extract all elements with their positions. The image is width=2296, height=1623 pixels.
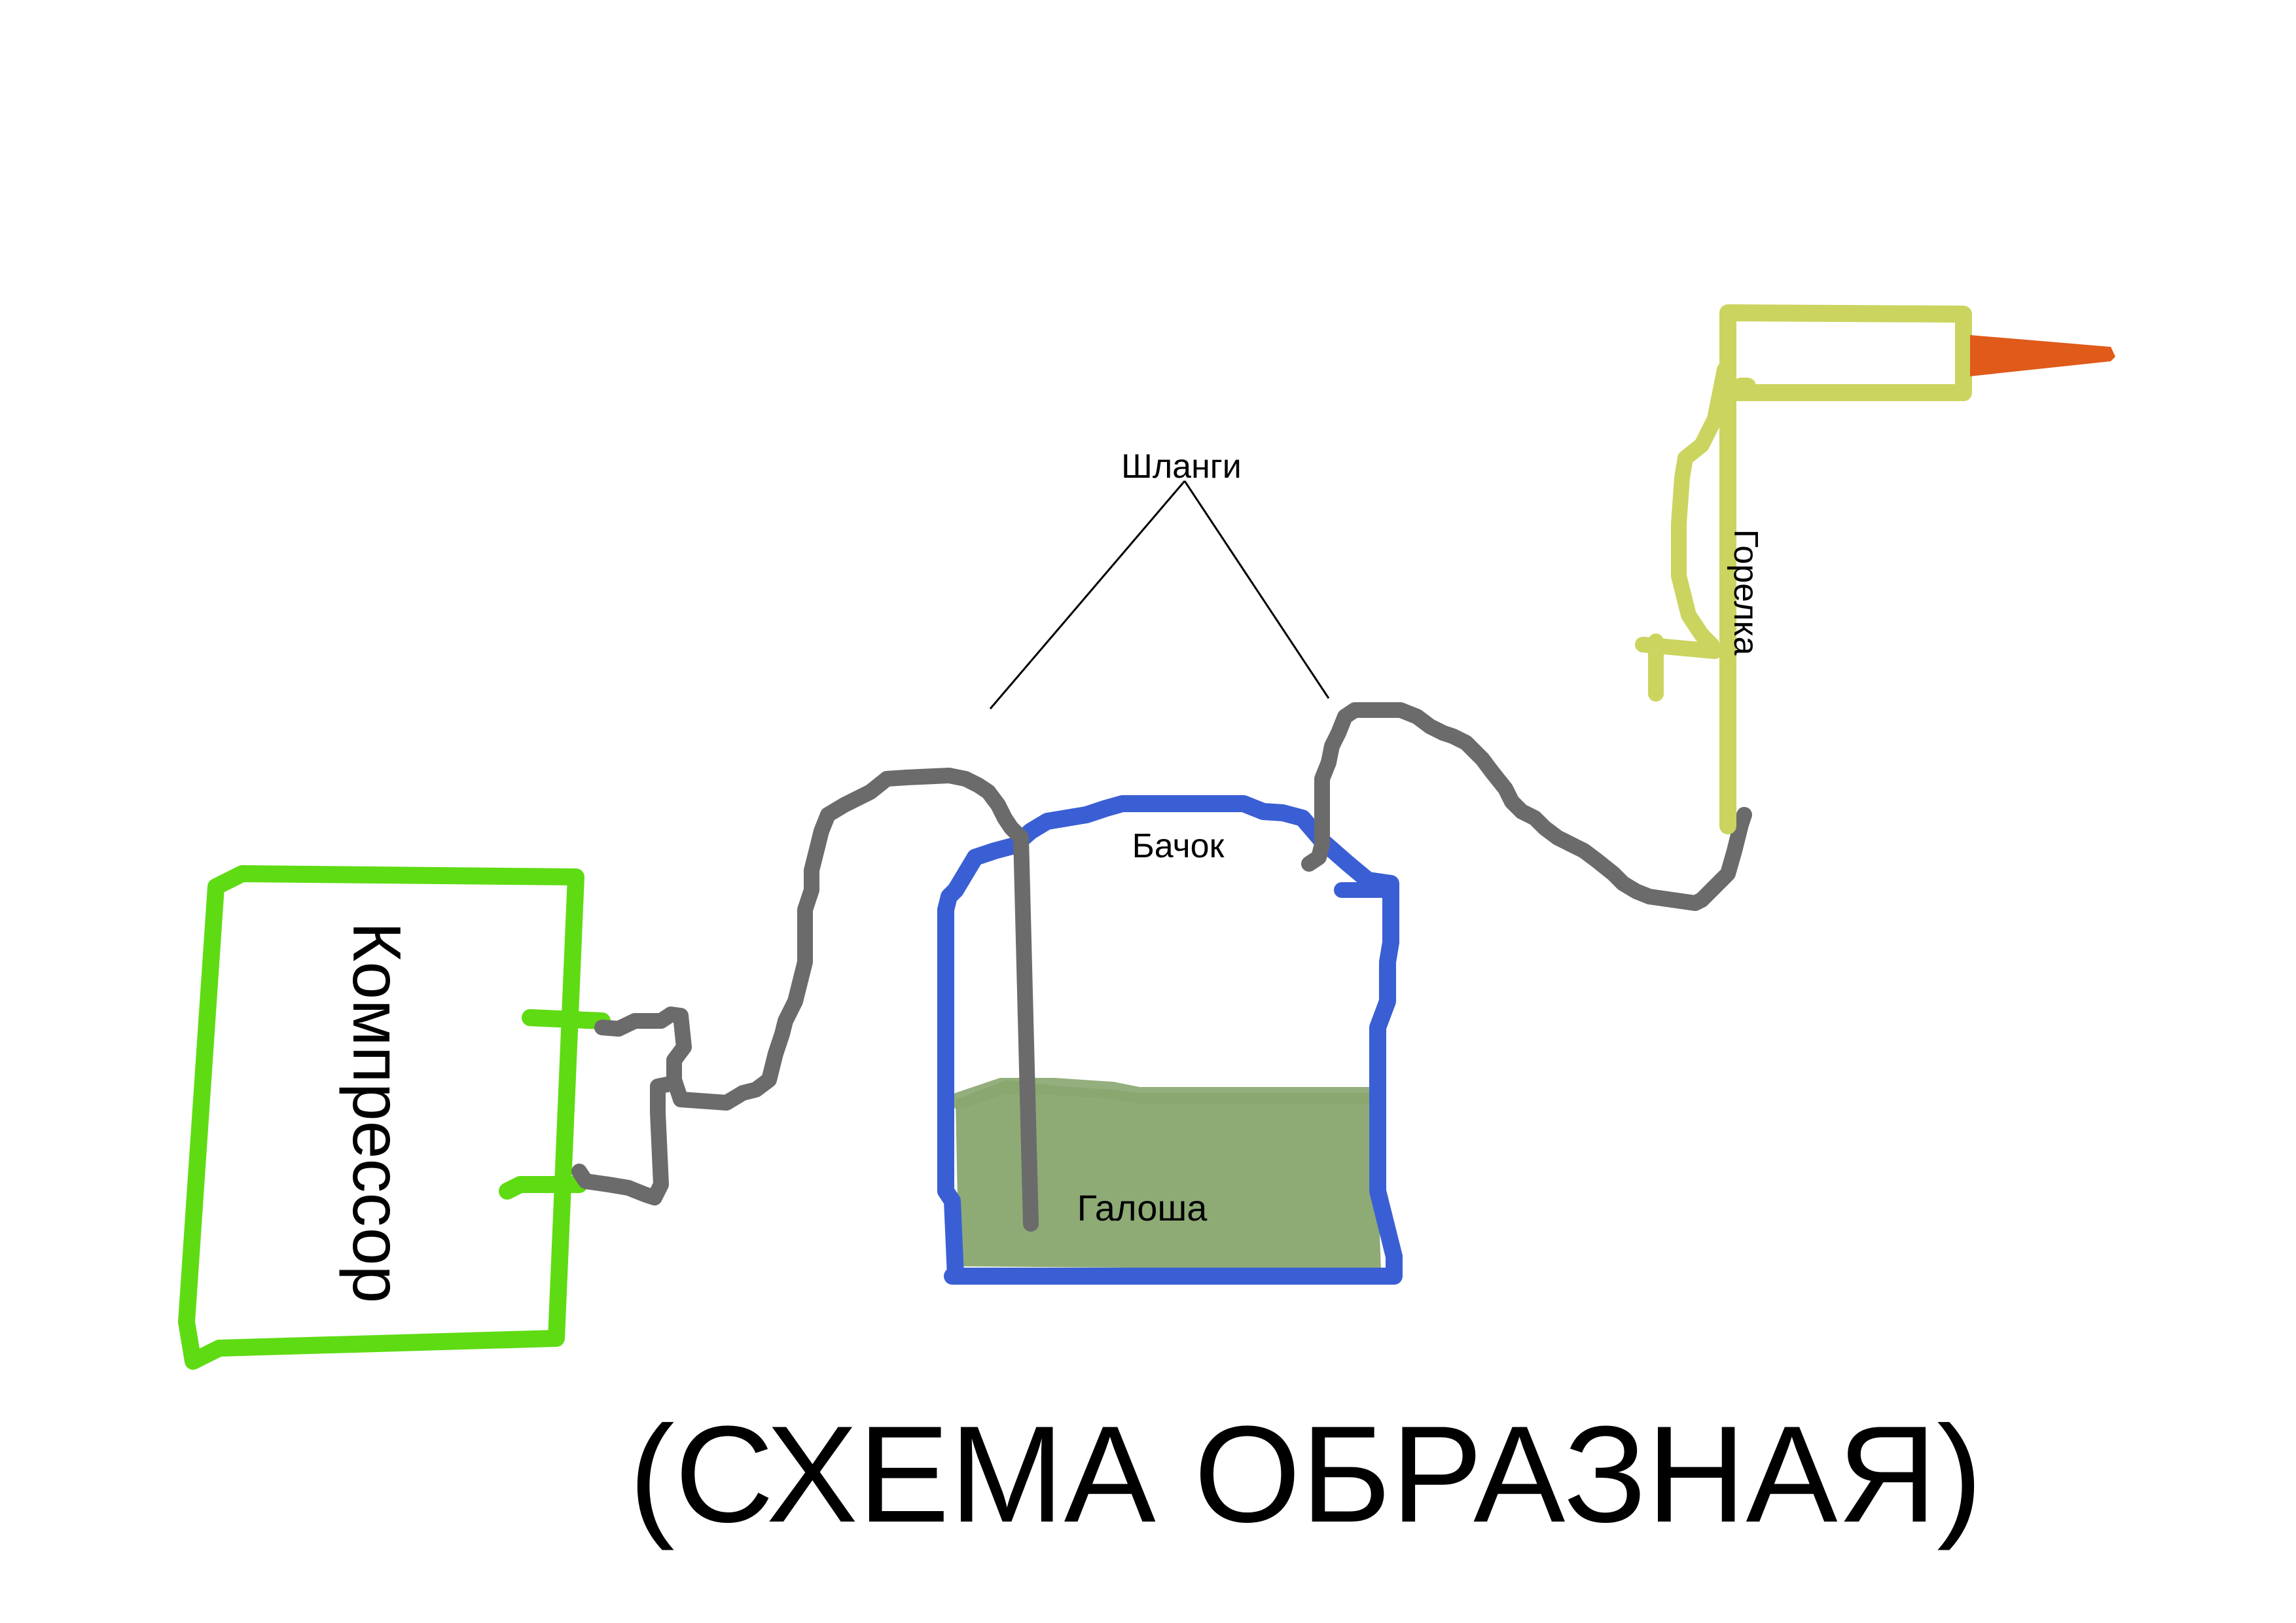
- label-hoses: Шланги: [1121, 448, 1242, 486]
- flame-icon: [1970, 335, 2115, 376]
- liquid-surface: [950, 1078, 1383, 1109]
- burner-valve-line: [1671, 362, 1732, 652]
- burner-head: [1719, 304, 1972, 401]
- callout-line-right: [1183, 480, 1330, 699]
- burner-valve-handle: [1635, 633, 1723, 702]
- caption: (СХЕМА ОБРАЗНАЯ): [629, 1397, 1982, 1551]
- burner: [1635, 304, 2115, 834]
- compressor-outlet-lower: [499, 1176, 588, 1200]
- compressor-body: [178, 865, 584, 1370]
- hose-tank-to-burner: [1301, 702, 1752, 911]
- callout-line-left: [989, 480, 1186, 709]
- label-compressor: Компрессор: [338, 922, 414, 1304]
- liquid-fill: [956, 1080, 1381, 1270]
- compressor-outlet-upper: [522, 1009, 611, 1029]
- tank-wall: [937, 795, 1403, 1285]
- compressor: [178, 865, 611, 1370]
- label-burner: Горелка: [1727, 529, 1765, 656]
- label-galosh: Галоша: [1077, 1187, 1208, 1228]
- hose-compressor-upper: [594, 768, 1039, 1232]
- label-tank: Бачок: [1132, 827, 1225, 865]
- tank: [937, 795, 1403, 1285]
- hoses: [571, 702, 1752, 1232]
- hose-compressor-lower: [571, 1075, 682, 1205]
- hose-callout: [989, 480, 1330, 709]
